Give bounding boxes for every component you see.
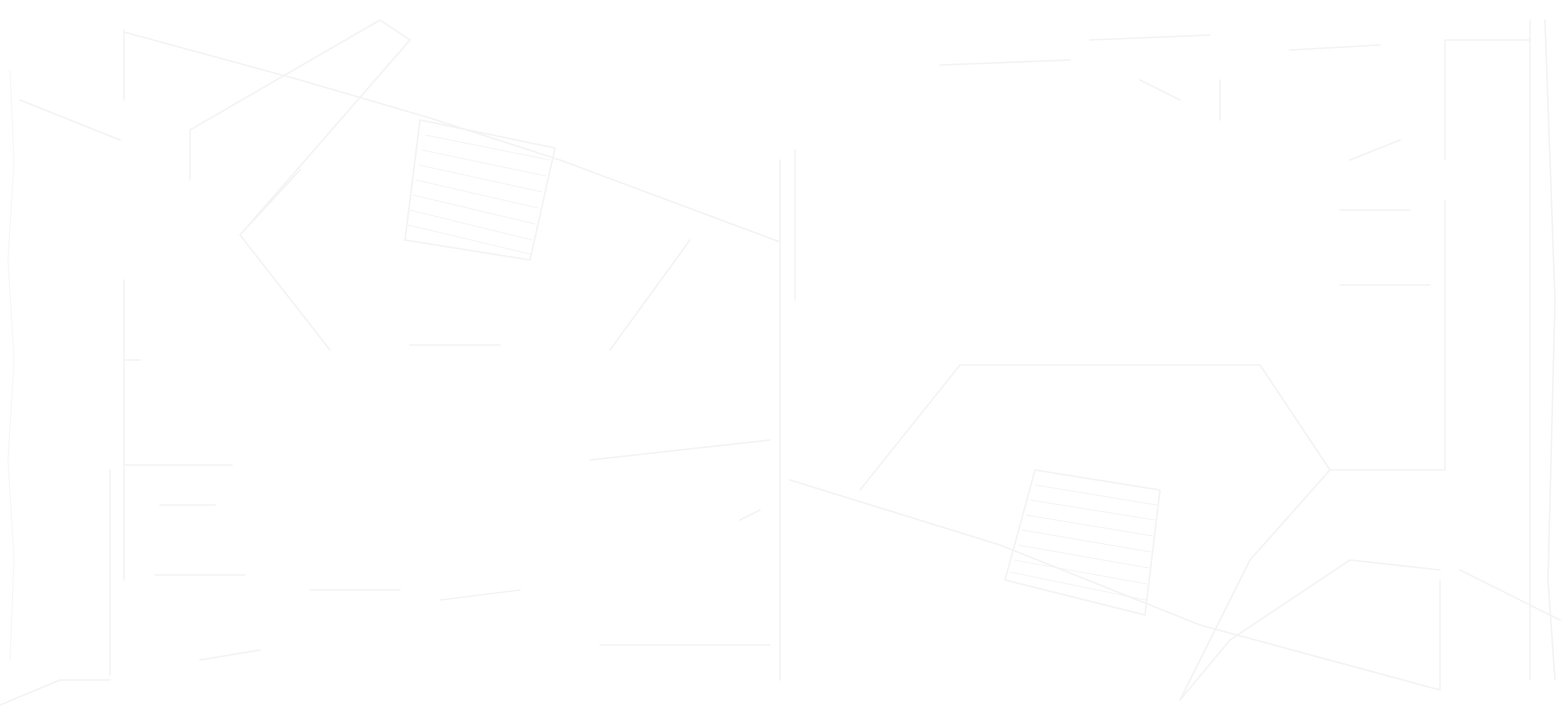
hatched-panel-top [404, 119, 556, 261]
center-divider [779, 149, 796, 681]
top-left-quad [189, 19, 411, 351]
hatched-panel-bottom [1004, 469, 1161, 616]
right-frame [1329, 19, 1556, 681]
left-frame [59, 29, 233, 681]
top-right-cluster [939, 34, 1431, 286]
bottom-right-quad [1179, 469, 1441, 701]
right-trapezoid [859, 364, 1331, 491]
left-edge-scribble [7, 69, 15, 661]
top-left-diagonal [19, 31, 781, 243]
center-left-lines [409, 239, 771, 646]
bottom-right-diagonal [789, 479, 1561, 691]
bottom-left-marks [0, 504, 401, 706]
